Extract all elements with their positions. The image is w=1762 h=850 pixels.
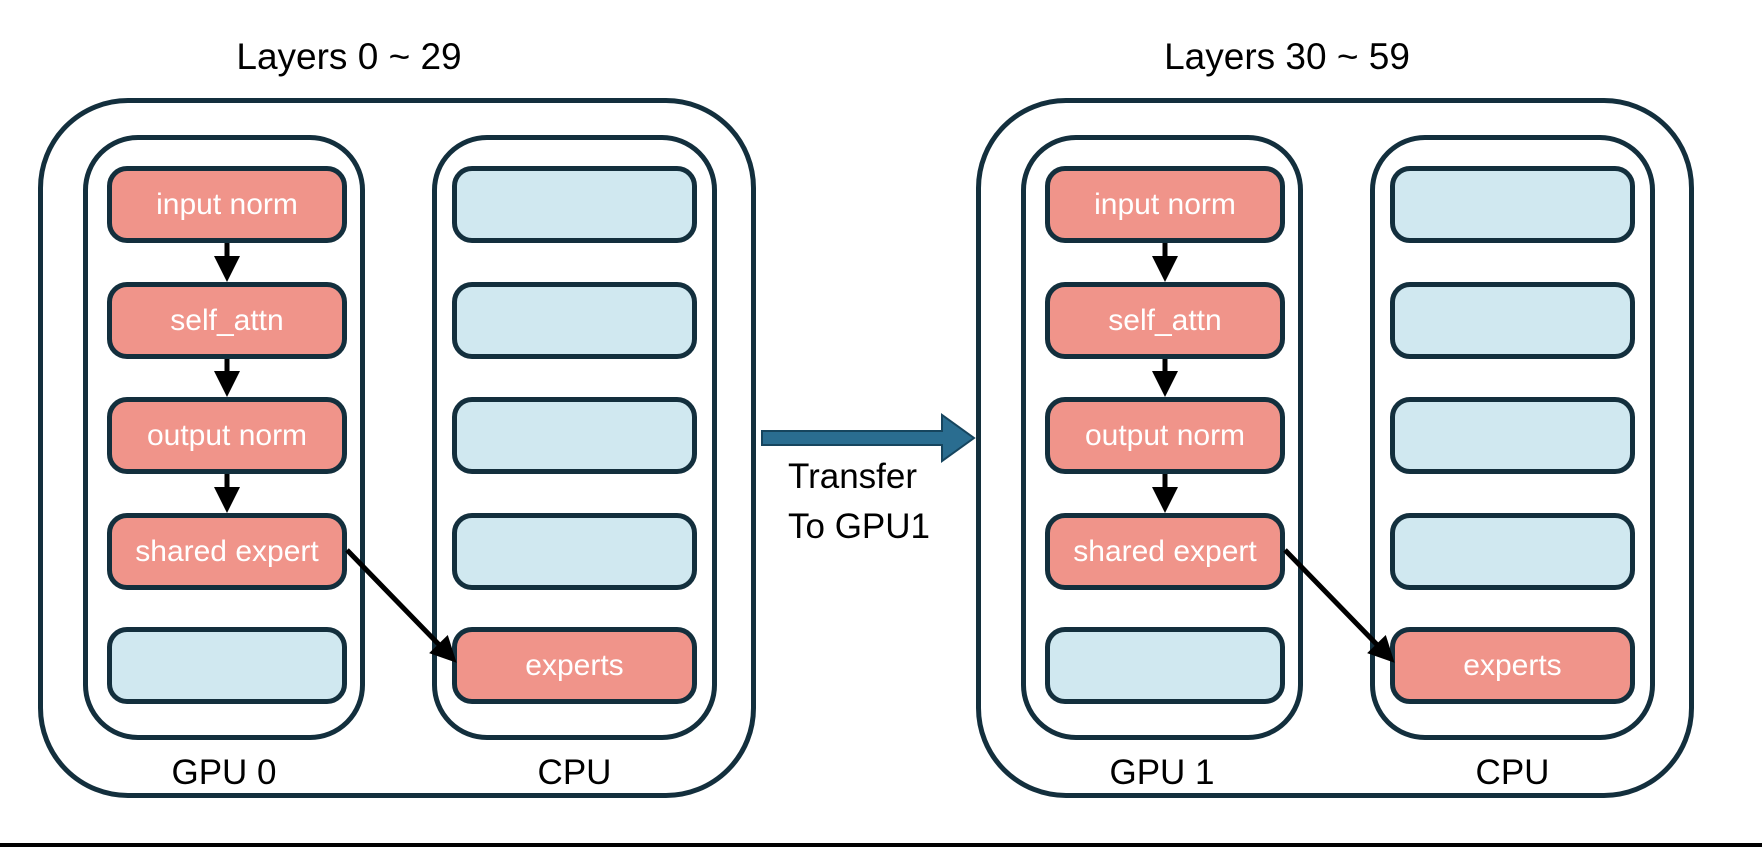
empty-slot-box: [452, 282, 697, 359]
empty-slot-box: [107, 627, 347, 704]
gpu1-label: GPU 1: [1109, 753, 1215, 792]
gpu0-column: [83, 135, 365, 740]
empty-slot-box: [1390, 282, 1635, 359]
empty-slot-box: [452, 166, 697, 243]
cpu-label-right: CPU: [1475, 753, 1550, 792]
cpu-column-left: [432, 135, 717, 740]
cpu-column-right: [1370, 135, 1655, 740]
module-box-input-norm: input norm: [107, 166, 347, 243]
module-box-output-norm: output norm: [107, 397, 347, 474]
bottom-border-line: [0, 843, 1762, 847]
gpu1-column: [1021, 135, 1303, 740]
module-box-shared-expert: shared expert: [107, 513, 347, 590]
empty-slot-box: [1390, 397, 1635, 474]
empty-slot-box: [1390, 513, 1635, 590]
module-box-shared-expert: shared expert: [1045, 513, 1285, 590]
layer-group-0: input norm self_attn output norm shared …: [38, 98, 756, 798]
transfer-label-line1: Transfer: [788, 457, 918, 496]
transfer-arrow-icon: [761, 413, 976, 463]
empty-slot-box: [452, 513, 697, 590]
group-title-left: Layers 0 ~ 29: [236, 36, 462, 77]
module-box-input-norm: input norm: [1045, 166, 1285, 243]
empty-slot-box: [452, 397, 697, 474]
module-box-experts: experts: [1390, 627, 1635, 704]
gpu0-label: GPU 0: [171, 753, 277, 792]
module-box-self-attn: self_attn: [1045, 282, 1285, 359]
transfer-label: Transfer To GPU1: [788, 452, 930, 552]
cpu-label-left: CPU: [537, 753, 612, 792]
module-box-output-norm: output norm: [1045, 397, 1285, 474]
module-box-self-attn: self_attn: [107, 282, 347, 359]
transfer-label-line2: To GPU1: [788, 507, 930, 546]
group-title-right: Layers 30 ~ 59: [1164, 36, 1410, 77]
empty-slot-box: [1045, 627, 1285, 704]
empty-slot-box: [1390, 166, 1635, 243]
module-box-experts: experts: [452, 627, 697, 704]
layer-group-1: input norm self_attn output norm shared …: [976, 98, 1694, 798]
